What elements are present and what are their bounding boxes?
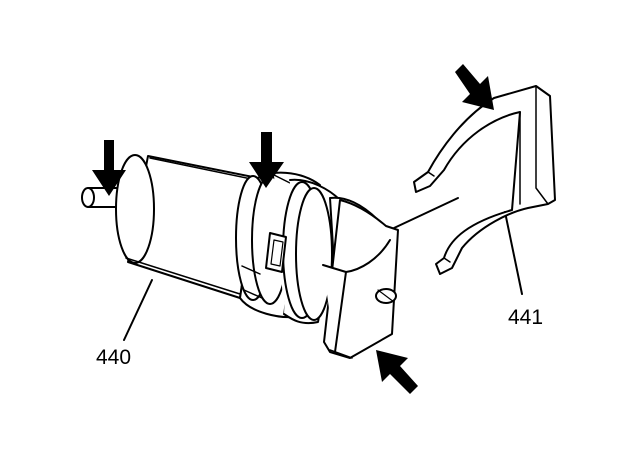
- label-pump-part-number: 440: [96, 346, 132, 369]
- pump-motor-body: [116, 155, 258, 298]
- pump-collar: [236, 173, 340, 323]
- mounting-bracket: [414, 86, 555, 274]
- arrow-icon: [376, 350, 418, 394]
- leader-line-441: [505, 212, 522, 294]
- assembly-line: [394, 198, 458, 228]
- leader-line-440: [124, 280, 152, 340]
- arrow-icon: [455, 64, 494, 110]
- collar-window: [266, 233, 286, 272]
- label-bracket-part-number: 441: [508, 306, 544, 329]
- connector-housing: [323, 198, 398, 358]
- arrow-icon: [249, 132, 284, 188]
- arrow-icon: [92, 140, 126, 196]
